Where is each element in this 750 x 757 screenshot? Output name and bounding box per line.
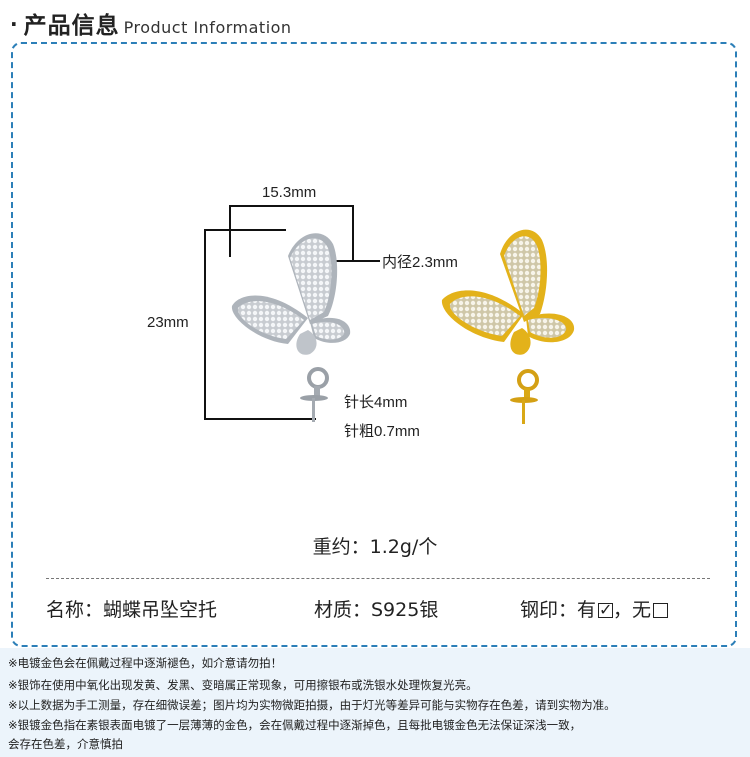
stamp-no-label: ，无: [613, 599, 652, 621]
note-3: ※以上数据为手工测量，存在细微误差；图片均为实物微距拍摄，由于灯光等差异可能与实…: [8, 698, 616, 712]
height-line-left: [204, 229, 206, 419]
header-title-en: Product Information: [123, 18, 292, 37]
height-line-bottom: [204, 418, 316, 420]
pin-length-label: 针长4mm: [344, 394, 408, 411]
spec-stamp: 钢印：有 ，无: [520, 595, 669, 622]
width-line-top: [229, 205, 353, 207]
gold-butterfly-image: [441, 229, 575, 424]
width-line-right: [352, 205, 354, 260]
width-line-left: [229, 205, 231, 257]
header-title-cn: 产品信息: [23, 13, 120, 39]
silver-butterfly-image: [231, 233, 351, 422]
stamp-no-checkbox: [653, 603, 669, 618]
inner-diameter-label: 内径2.3mm: [382, 254, 458, 271]
info-frame: [11, 42, 737, 647]
note-4: ※银镀金色指在素银表面电镀了一层薄薄的金色，会在佩戴过程中逐渐掉色，且每批电镀金…: [8, 718, 582, 732]
height-label: 23mm: [147, 314, 189, 331]
weight-text: 重约：1.2g/个: [312, 536, 438, 558]
header-bullet: ·: [10, 12, 18, 36]
height-line-top: [204, 229, 286, 231]
spec-name: 名称：蝴蝶吊坠空托: [46, 599, 218, 621]
note-1: ※电镀金色会在佩戴过程中逐渐褪色，如介意请勿拍！: [8, 656, 283, 670]
stamp-yes-checkbox: [598, 600, 614, 619]
inner-diameter-leader: [336, 260, 380, 262]
pin-thickness-label: 针粗0.7mm: [344, 423, 420, 440]
notes-band: [0, 648, 750, 757]
note-5: 会存在色差，介意慎拍: [8, 737, 123, 751]
separator: [46, 578, 710, 579]
section-header: · 产品信息 Product Information: [10, 6, 292, 39]
width-label: 15.3mm: [262, 184, 317, 201]
spec-material: 材质：S925银: [314, 599, 439, 621]
note-2: ※银饰在使用中氧化出现发黄、发黑、变暗属正常现象，可用擦银布或洗银水处理恢复光亮…: [8, 678, 478, 692]
stamp-label: 钢印：有: [520, 599, 597, 621]
